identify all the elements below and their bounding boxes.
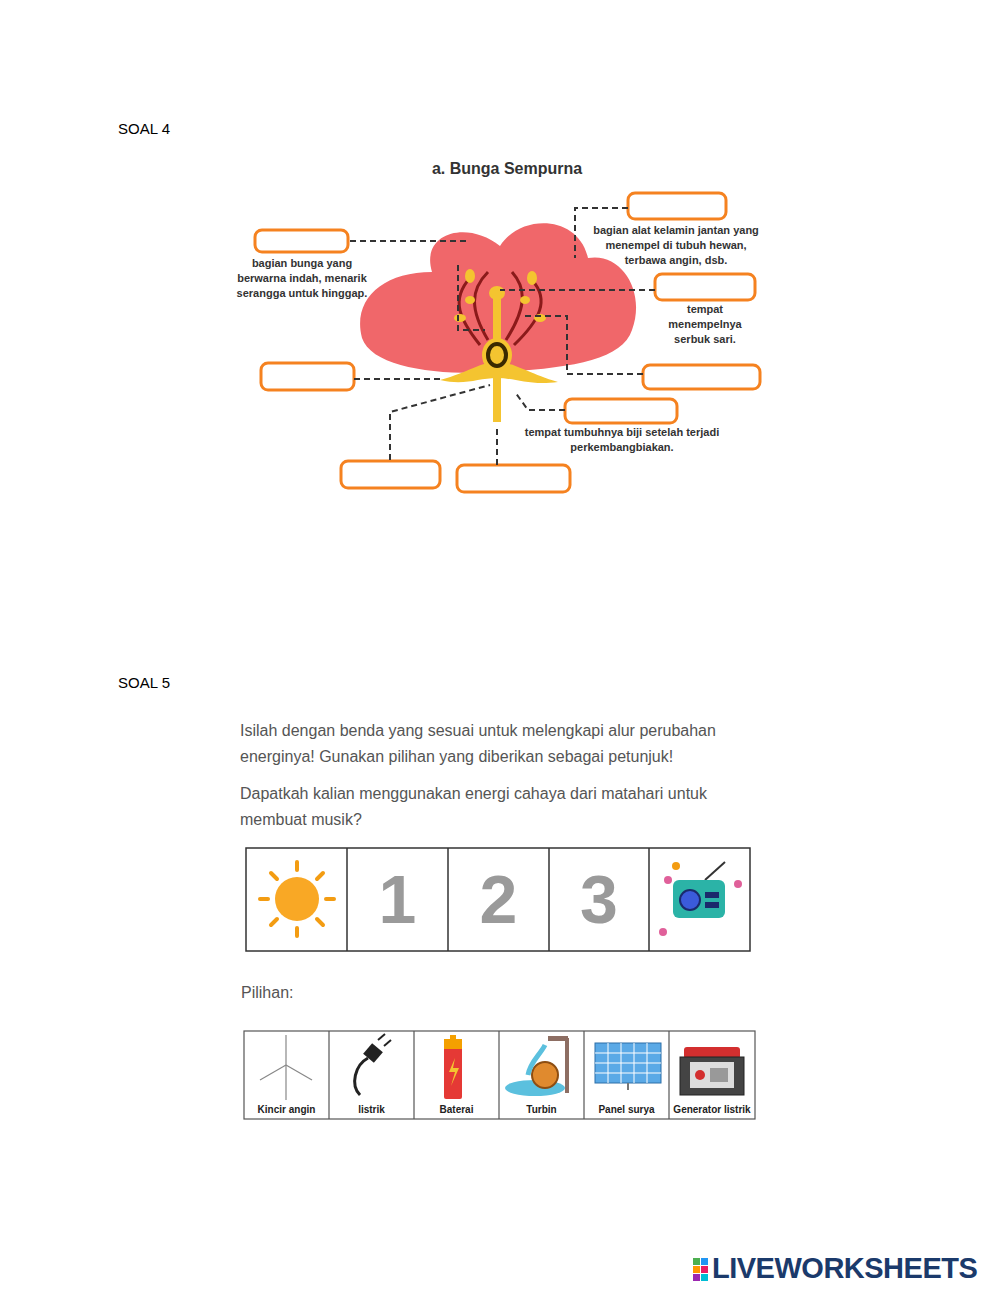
sun-icon: [260, 862, 334, 936]
watermark: LIVEWORKSHEETS: [712, 1252, 1000, 1285]
radio-icon: [659, 862, 742, 936]
battery-icon: [444, 1035, 462, 1099]
option-cell: Turbin: [500, 1032, 583, 1118]
option-caption: listrik: [358, 1104, 385, 1115]
section-label: SOAL 5: [118, 674, 218, 691]
solar-panel-icon: [595, 1043, 661, 1090]
diagram-title: a. Bunga Sempurna: [380, 160, 634, 178]
step-number: 1: [348, 863, 447, 935]
number-cell: 2: [449, 849, 548, 950]
step-number: 3: [550, 863, 648, 935]
option-caption: Kincir angin: [258, 1104, 316, 1115]
section-label: SOAL 4: [118, 120, 218, 137]
part-description: tempat tumbuhnya biji setelah terjadi pe…: [524, 425, 720, 455]
step-number: 2: [449, 863, 548, 935]
number-cell: 1: [348, 849, 447, 950]
plug-icon: [355, 1034, 391, 1095]
instruction-text: Isilah dengan benda yang sesuai untuk me…: [240, 718, 765, 770]
option-cell: listrik: [330, 1032, 413, 1118]
generator-icon: [680, 1047, 744, 1095]
part-description: bagian alat kelamin jantan yang menempel…: [588, 223, 764, 268]
option-cell: Panel surya: [585, 1032, 668, 1118]
turbine-icon: [505, 1036, 569, 1096]
liveworksheets-icon: [693, 1258, 708, 1281]
option-caption: Baterai: [440, 1104, 474, 1115]
part-description: tempat menempelnya serbuk sari.: [650, 302, 760, 347]
option-caption: Panel surya: [598, 1104, 654, 1115]
number-cell: 3: [550, 849, 648, 950]
option-cell: Generator listrik: [670, 1032, 754, 1118]
windmill-icon: [260, 1035, 312, 1100]
option-cell: Baterai: [415, 1032, 498, 1118]
part-description: bagian bunga yang berwarna indah, menari…: [236, 256, 368, 301]
options-heading: Pilihan:: [241, 984, 361, 1002]
option-caption: Turbin: [526, 1104, 556, 1115]
option-cell: Kincir angin: [245, 1032, 328, 1118]
question-text: Dapatkah kalian menggunakan energi cahay…: [240, 781, 765, 833]
option-caption: Generator listrik: [673, 1104, 750, 1115]
